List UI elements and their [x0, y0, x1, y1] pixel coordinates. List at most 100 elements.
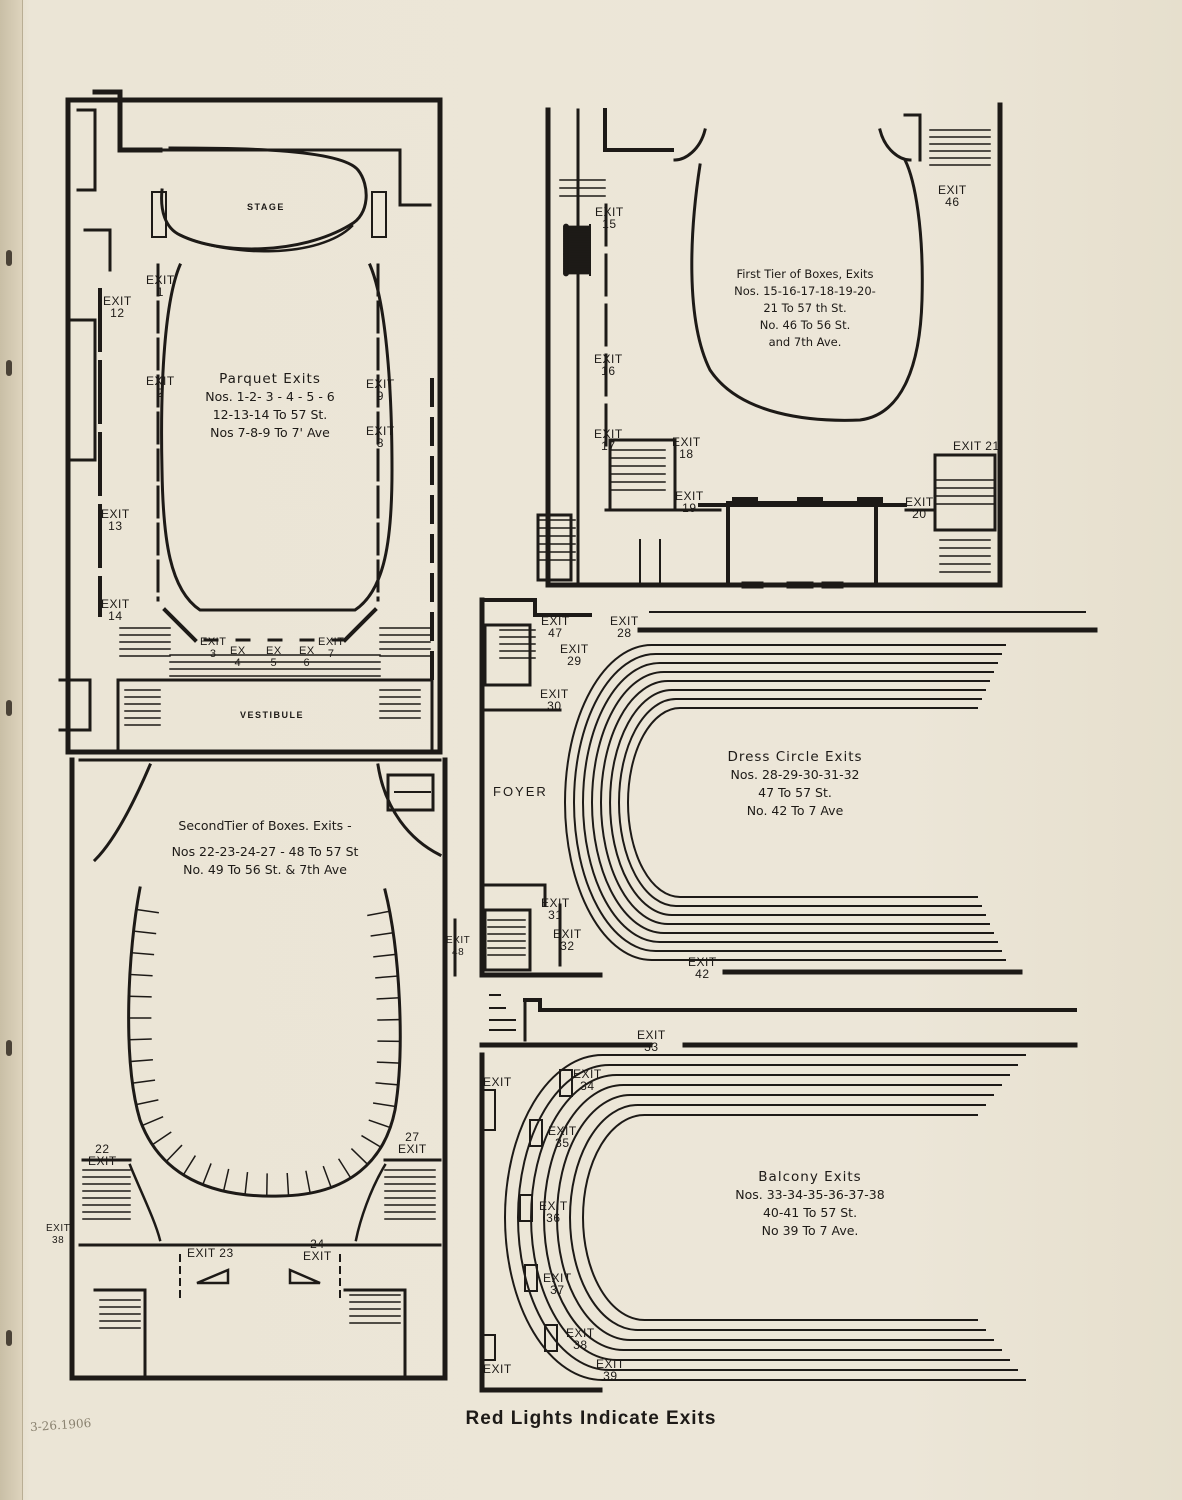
box-partition — [286, 1172, 290, 1197]
parquet-title: Parquet Exits — [219, 371, 321, 387]
seating-row — [582, 662, 998, 943]
second-tier-line: No. 49 To 56 St. & 7th Ave — [183, 862, 347, 877]
parquet-line: Nos 7-8-9 To 7' Ave — [210, 425, 330, 440]
exit-label: EXIT 3 — [200, 636, 227, 660]
box-partition — [375, 975, 399, 979]
box-partition — [376, 1061, 401, 1064]
box-partition — [361, 1134, 383, 1149]
dress-circle-title: Dress Circle Exits — [727, 749, 863, 765]
box-partition — [370, 931, 394, 937]
exit-label: 24 EXIT — [303, 1237, 332, 1263]
box-partition — [244, 1172, 249, 1196]
binding-hole — [6, 1330, 12, 1346]
exit-label: EXIT 7 — [318, 636, 345, 660]
exit-label: EX 5 — [266, 645, 282, 669]
dress-circle-plan — [479, 597, 1098, 978]
first-tier-line: and 7th Ave. — [768, 335, 842, 349]
binding-hole — [6, 360, 12, 376]
box-partition — [373, 953, 397, 958]
exit-label: EXIT 31 — [541, 896, 570, 922]
exit-label: 27 EXIT — [398, 1130, 427, 1156]
balcony-line: No 39 To 7 Ave. — [761, 1223, 859, 1238]
parquet-plan — [58, 89, 443, 755]
exit-label: EXIT 34 — [573, 1067, 602, 1093]
binding-edge — [0, 0, 23, 1500]
exit-label: EXIT 21 — [953, 439, 1000, 453]
box-partition — [375, 1082, 399, 1086]
seating-row — [609, 689, 986, 916]
second-tier-line: Nos 22-23-24-27 - 48 To 57 St — [171, 844, 359, 859]
exit-label: EXIT 15 — [595, 205, 624, 231]
second-tier-title: SecondTier of Boxes. Exits - — [178, 818, 352, 833]
caption: Red Lights Indicate Exits — [465, 1408, 717, 1429]
box-partition — [305, 1170, 312, 1195]
exit-label: EXIT 13 — [101, 507, 130, 533]
exit-label: EXIT 39 — [596, 1357, 625, 1383]
dress-circle-legend: Dress Circle Exits Nos. 28-29-30-31-32 4… — [700, 748, 890, 820]
box-marker — [519, 1194, 533, 1222]
balcony-line: 40-41 To 57 St. — [762, 1205, 858, 1220]
seating-row — [600, 680, 990, 925]
exit-label: EXIT 16 — [594, 352, 623, 378]
foyer-label: FOYER — [493, 784, 548, 799]
box-marker — [563, 270, 569, 277]
box-partition — [128, 1038, 152, 1041]
balcony-plan — [479, 994, 1078, 1393]
box-partition — [322, 1165, 333, 1189]
exit-label: EXIT 28 — [610, 614, 639, 640]
box-partition — [128, 995, 152, 998]
exit-label: 22 EXIT — [88, 1142, 117, 1168]
seating-row — [618, 698, 982, 907]
balcony-line: Nos. 33-34-35-36-37-38 — [735, 1187, 885, 1202]
box-marker — [529, 1119, 543, 1147]
dress-circle-line: Nos. 28-29-30-31-32 — [730, 767, 860, 782]
parquet-legend: Parquet Exits Nos. 1-2- 3 - 4 - 5 - 6 12… — [170, 370, 370, 442]
vestibule-label: VESTIBULE — [240, 710, 305, 720]
box-partition — [135, 1099, 159, 1106]
exit-label: EXIT 14 — [101, 597, 130, 623]
first-tier-plan — [536, 102, 1003, 589]
box-partition — [372, 1102, 397, 1108]
exit-label: EXIT 8 — [366, 424, 395, 450]
box-partition — [135, 908, 159, 914]
exit-label: EXIT 30 — [540, 687, 569, 713]
exit-label: EXIT — [483, 1075, 512, 1089]
exit-label: EXIT 38 — [566, 1326, 595, 1352]
parquet-line: 12-13-14 To 57 St. — [212, 407, 328, 422]
box-marker — [559, 1069, 573, 1097]
binding-hole — [6, 700, 12, 716]
seating-row — [569, 1104, 986, 1331]
seating-row — [591, 671, 994, 934]
exit-label: EXIT 46 — [938, 183, 967, 209]
first-tier-line: 21 To 57 th St. — [763, 301, 847, 315]
exit-label: EXIT 35 — [548, 1124, 577, 1150]
box-partition — [165, 1144, 183, 1163]
stage-label: STAGE — [247, 202, 285, 212]
box-partition — [222, 1168, 230, 1192]
parquet-line: Nos. 1-2- 3 - 4 - 5 - 6 — [205, 389, 335, 404]
box-partition — [350, 1147, 369, 1166]
exit-label: EXIT 18 — [672, 435, 701, 461]
dress-circle-line: No. 42 To 7 Ave — [746, 803, 844, 818]
box-partition — [201, 1163, 212, 1186]
exit-label: EXIT 48 — [446, 935, 471, 958]
exit-label: EXIT 29 — [560, 642, 589, 668]
exit-label: EXIT 2 — [146, 374, 175, 400]
box-partition — [132, 930, 157, 935]
binding-hole — [6, 1040, 12, 1056]
exit-label: EXIT 42 — [688, 955, 717, 981]
exit-label: EXIT 19 — [675, 489, 704, 515]
exit-label: EXIT 23 — [187, 1246, 234, 1260]
box-marker — [524, 1264, 538, 1292]
exit-label: EXIT — [483, 1362, 512, 1376]
exit-label: EXIT 47 — [541, 614, 570, 640]
exit-label: EX 6 — [299, 645, 315, 669]
box-partition — [131, 1079, 156, 1085]
exit-label: EXIT 32 — [553, 927, 582, 953]
exit-label: EXIT 17 — [594, 427, 623, 453]
balcony-title: Balcony Exits — [758, 1169, 862, 1185]
exit-label: EXIT 12 — [103, 294, 132, 320]
exit-label: EXIT 1 — [146, 273, 175, 299]
